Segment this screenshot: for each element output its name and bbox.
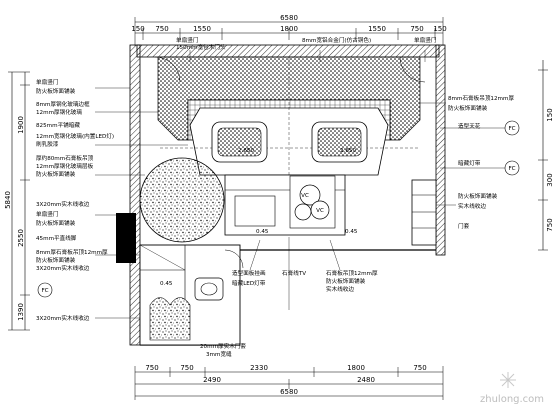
note-bottom-2: 暗藏LED灯带	[232, 279, 266, 287]
dim-right-2: 300	[546, 173, 554, 186]
note-bottom-8: 3mm宽缝	[206, 350, 232, 358]
door-swings	[154, 56, 426, 269]
elev-3: 0.45	[256, 229, 269, 235]
sofa-left	[211, 121, 268, 163]
note-right-7: 门套	[458, 222, 470, 230]
dim-left-total: 5840	[4, 191, 12, 209]
note-left-3: 8mm厚钢化玻璃边框	[36, 100, 90, 108]
dim-bottom-1: 750	[145, 364, 158, 372]
dim-top-5: 1550	[368, 25, 386, 33]
note-bottom-4: 石膏板吊顶12mm厚	[326, 269, 378, 277]
note-bottom-6: 实木线收边	[326, 285, 354, 293]
elevation-marks: 2.650 2.650 0.45 0.45 0.45	[160, 148, 358, 287]
note-left-13: 防火板饰面铺装	[36, 219, 76, 227]
note-right-6: 实木线收边	[458, 202, 486, 210]
note-left-10: 防火板饰面铺装	[36, 170, 76, 178]
note-right-1: 8mm石膏板吊顶12mm厚	[448, 94, 514, 102]
note-left-11: 3X20mm实木线收边	[36, 200, 90, 208]
note-left-15: 8mm厚石膏板吊顶12mm厚	[36, 248, 108, 256]
dim-top-3: 1550	[193, 25, 211, 33]
dim-bottom-7: 2480	[357, 376, 375, 384]
dim-bottom-6: 2490	[203, 376, 221, 384]
dim-top-4: 1800	[280, 25, 298, 33]
right-cabinet	[411, 179, 437, 246]
note-left-17: 3X20mm实木线收边	[36, 264, 90, 272]
note-left-2: 防火板饰面铺装	[36, 87, 76, 95]
note-left-12: 单扇竖门	[36, 210, 59, 218]
dim-bottom-4: 1800	[347, 364, 365, 372]
fc-label-left: FC	[41, 288, 48, 294]
round-rug	[139, 157, 225, 243]
bottom-dimension-lines: 750 750 2330 1800 750 2490 2480 6580	[134, 364, 444, 400]
fc-symbol-left	[37, 282, 53, 298]
elev-5: 0.45	[345, 229, 358, 235]
dim-bottom-2: 750	[180, 364, 193, 372]
note-bottom-3: 石膏线TV	[282, 269, 306, 277]
column-block	[116, 213, 136, 263]
dim-bottom-5: 750	[413, 364, 426, 372]
note-bottom-1: 造型面板挂画	[232, 269, 266, 277]
svg-text:VC: VC	[301, 193, 309, 199]
fc-label-right-1: FC	[508, 126, 515, 132]
note-top-sub: 150mm宽包木门头	[176, 43, 226, 51]
dim-bottom-total: 6580	[280, 388, 298, 396]
note-top-3: 单扇竖门	[414, 36, 437, 44]
note-right-2: 防火板饰面铺装	[448, 104, 488, 112]
dim-left-2: 2550	[17, 229, 25, 247]
note-bottom-7: 20mm厚实木门套	[200, 342, 246, 350]
room-walls	[116, 44, 446, 346]
elev-1: 2.650	[238, 148, 254, 154]
sofa-right	[311, 121, 368, 163]
dim-top-2: 750	[155, 25, 168, 33]
note-left-14: 45mm平直线脚	[36, 234, 77, 242]
right-annotations: 8mm石膏板吊顶12mm厚 防火板饰面铺装 造型天花 暗藏灯带 防火板饰面铺装 …	[420, 94, 520, 230]
note-right-5: 防火板饰面铺装	[458, 192, 498, 200]
top-dimension-lines: 6580 150 750 1550 1800 1550 750 150	[131, 14, 447, 46]
watermark: zhulong.com	[480, 372, 544, 405]
dim-top-6: 750	[410, 25, 423, 33]
note-left-1: 单扇竖门	[36, 78, 59, 86]
bottom-annotations: 造型面板挂画 暗藏LED灯带 石膏线TV 石膏板吊顶12mm厚 防火板饰面铺装 …	[200, 239, 378, 358]
note-bottom-5: 防火板饰面铺装	[326, 277, 366, 285]
note-left-9: 12mm厚钢化玻璃层板	[36, 162, 94, 170]
elev-2: 2.650	[340, 148, 356, 154]
dim-top-7: 150	[433, 25, 446, 33]
dim-left-3: 1390	[17, 303, 25, 321]
fc-label-right-2: FC	[508, 166, 515, 172]
watermark-text: zhulong.com	[480, 394, 544, 405]
note-right-3: 造型天花	[458, 122, 481, 130]
left-annotations: 单扇竖门 防火板饰面铺装 8mm厚钢化玻璃边框 12mm厚钢化玻璃 825mm平…	[36, 78, 188, 322]
left-dimension-lines: 5840 1900 2550 1390	[4, 71, 30, 331]
svg-text:VC: VC	[316, 208, 324, 214]
elev-4: 0.45	[160, 281, 173, 287]
top-annotations: 单扇竖门 150mm宽包木门头 8mm宽铝合金门(仿古铜色) 单扇竖门	[176, 36, 437, 62]
dim-top-total: 6580	[280, 14, 298, 22]
center-furniture: VC VC	[224, 174, 346, 236]
right-dimension-lines: 150 300 750	[538, 60, 554, 251]
note-left-7: 刷乳胶漆	[36, 140, 59, 148]
dim-bottom-3: 2330	[250, 364, 268, 372]
note-right-4: 暗藏灯带	[458, 159, 481, 167]
note-top-2: 8mm宽铝合金门(仿古铜色)	[302, 36, 371, 44]
note-left-18: 3X20mm实木线收边	[36, 314, 90, 322]
note-left-8: 厚约80mm石膏板吊顶	[36, 154, 94, 162]
dim-top-1: 150	[131, 25, 144, 33]
note-left-6: 12mm宽钢化玻璃(内置LED灯)	[36, 132, 114, 140]
dim-left-1: 1900	[17, 116, 25, 134]
note-left-16: 防火板饰面铺装	[36, 256, 76, 264]
note-left-4: 12mm厚钢化玻璃	[36, 108, 82, 116]
note-top-1: 单扇竖门	[176, 36, 199, 44]
note-left-5: 825mm平铺暗藏	[36, 121, 80, 129]
dim-right-1: 150	[546, 108, 554, 121]
bathroom	[139, 244, 241, 346]
dim-right-3: 750	[546, 218, 554, 231]
